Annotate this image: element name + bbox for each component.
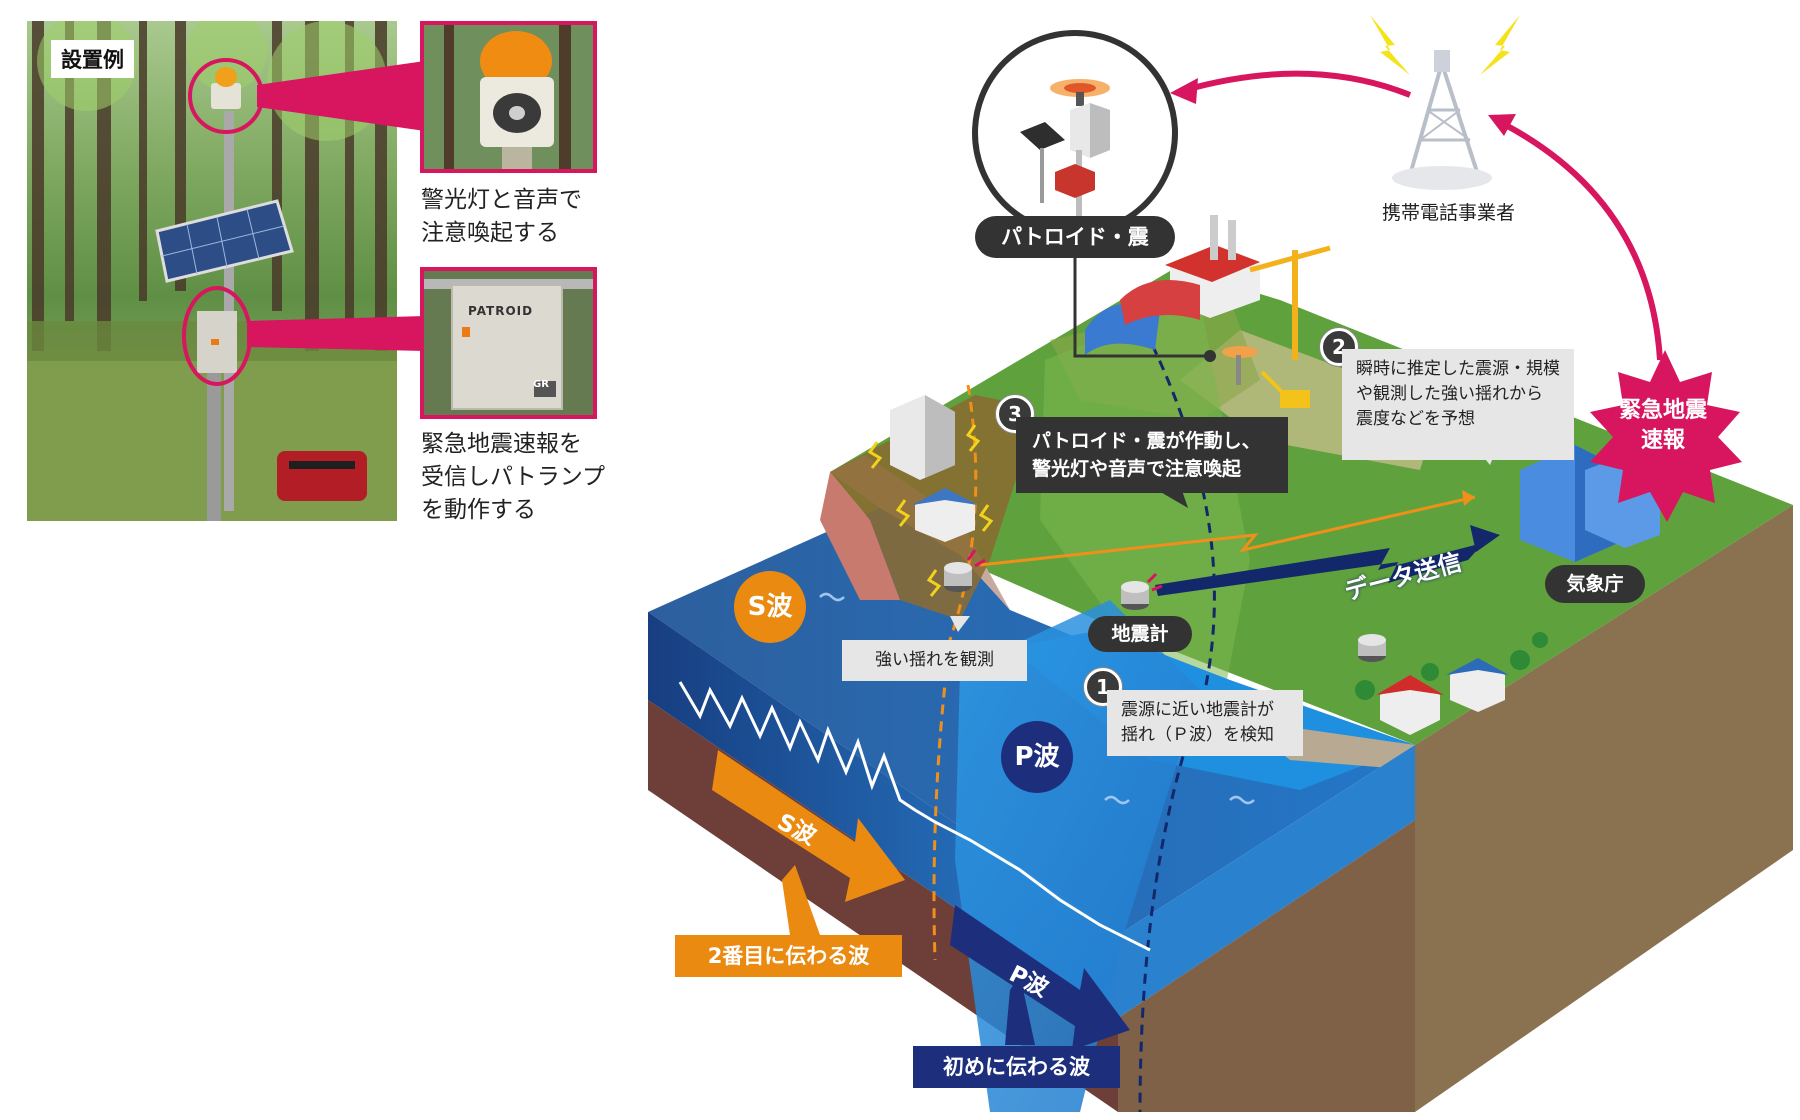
house-icon	[1446, 658, 1509, 712]
zoom-controlbox-photo	[420, 267, 597, 419]
p-wave-front-line	[1138, 329, 1216, 1113]
jma-label: 気象庁	[1545, 565, 1645, 603]
shake-marks	[867, 424, 994, 597]
p-wave-badge: P波	[1001, 721, 1073, 793]
seismometer-label: 地震計	[1088, 616, 1192, 652]
step-3-text: パトロイド・震が作動し、 警光灯や音声で注意喚起	[1016, 417, 1288, 493]
first-wave-label: 初めに伝わる波	[913, 1046, 1120, 1088]
siren-closeup	[424, 25, 593, 169]
controlbox-closeup	[424, 271, 593, 415]
cell-tower-icon	[1392, 50, 1492, 190]
seismometer-icon	[944, 562, 972, 592]
apartment-building-icon	[890, 395, 955, 480]
crane-icon	[1249, 245, 1331, 360]
s-wave-data-line	[979, 495, 1476, 567]
alert-ticks	[966, 549, 1163, 592]
eew-starburst	[1590, 350, 1742, 522]
jma-building-icon	[1520, 445, 1660, 562]
carrier-label: 携帯電話事業者	[1382, 202, 1516, 224]
seismic-waveform	[678, 681, 1151, 952]
hangar-icon	[1085, 280, 1200, 355]
patroid-device-icon	[1020, 79, 1110, 220]
soil-side-face	[1415, 505, 1793, 1112]
jma-to-tower-arrow	[1498, 119, 1663, 361]
sea-right-face	[1118, 745, 1415, 1018]
zoom-siren-photo	[420, 21, 597, 173]
strong-shake-label: 強い揺れを観測	[842, 640, 1027, 681]
s-wave-arrow-shape	[712, 750, 905, 902]
tower-to-device-arrow	[1184, 70, 1412, 98]
sea-squiggles	[819, 592, 1255, 805]
seismometer-icon	[1358, 634, 1386, 662]
house-icon	[1376, 675, 1444, 735]
highlight-connectors	[182, 58, 425, 386]
caption-warning-light: 警光灯と音声で 注意喚起する	[421, 187, 582, 246]
eew-label: 緊急地震 速報	[1618, 398, 1707, 453]
caption-eew-receive: 緊急地震速報を 受信しパトランプ を動作する	[421, 431, 605, 523]
excavator-icon	[1260, 370, 1310, 408]
house-icon	[912, 488, 978, 542]
zoom-gr-mark: GR	[533, 379, 549, 390]
data-transfer-bolt	[1155, 536, 1490, 596]
second-wave-label: 2番目に伝わる波	[675, 935, 902, 977]
sample-label: 設置例	[51, 40, 134, 78]
zoom-brand-text: PATROID	[468, 304, 534, 318]
s-wave-badge: S波	[734, 571, 806, 643]
forest-scene	[27, 21, 397, 521]
tree-icons	[1355, 632, 1548, 700]
signal-bolt-icons	[1370, 15, 1520, 75]
step-1-text: 震源に近い地震計が 揺れ（Ｐ波）を検知	[1107, 690, 1303, 756]
seismometer-icon	[1121, 581, 1149, 610]
p-wave-arrow-shape	[950, 905, 1130, 1050]
step-2-text: 瞬時に推定した震源・規模 や観測した強い揺れから 震度などを予想	[1342, 349, 1574, 460]
mini-patroid-icon	[1222, 346, 1258, 385]
patroid-device-label: パトロイド・震	[975, 216, 1175, 258]
